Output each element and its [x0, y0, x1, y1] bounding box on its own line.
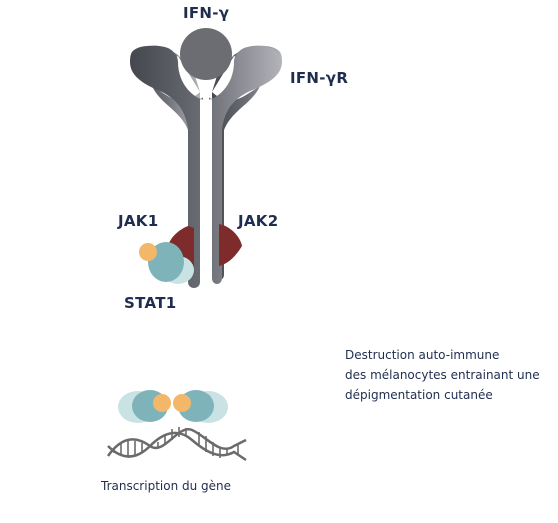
ifn-gamma-receptor-label: IFN-γR	[290, 69, 349, 87]
jak2-kinase	[219, 224, 242, 266]
jak1-label: JAK1	[118, 212, 159, 230]
stat1-label: STAT1	[124, 294, 177, 312]
receptor-body	[130, 45, 282, 289]
ifn-gamma-ligand	[180, 28, 232, 80]
ifn-gamma-label: IFN-γ	[183, 4, 230, 22]
jak1-kinase	[168, 226, 194, 268]
transcription-label: Transcription du gène	[101, 479, 232, 493]
ifn-gamma-receptor	[130, 45, 282, 289]
stat1-phosphate	[139, 243, 157, 261]
dna-helix	[106, 427, 247, 462]
outcome-line-1: Destruction auto-immune	[345, 348, 500, 362]
receptor-gap	[203, 96, 209, 286]
outcome-text: Destruction auto-immune des mélanocytes …	[345, 345, 540, 405]
outcome-line-2: des mélanocytes entrainant une	[345, 368, 540, 382]
jak2-label: JAK2	[238, 212, 279, 230]
dimer-left-phosphate	[153, 394, 171, 412]
dna-rungs	[113, 427, 239, 458]
outcome-line-3: dépigmentation cutanée	[345, 388, 493, 402]
dna-strand-a	[106, 428, 247, 457]
dimer-right-phosphate	[173, 394, 191, 412]
stat1-protein	[139, 242, 194, 284]
stat1-dimer	[118, 390, 228, 423]
dna-strand-b	[107, 431, 247, 462]
